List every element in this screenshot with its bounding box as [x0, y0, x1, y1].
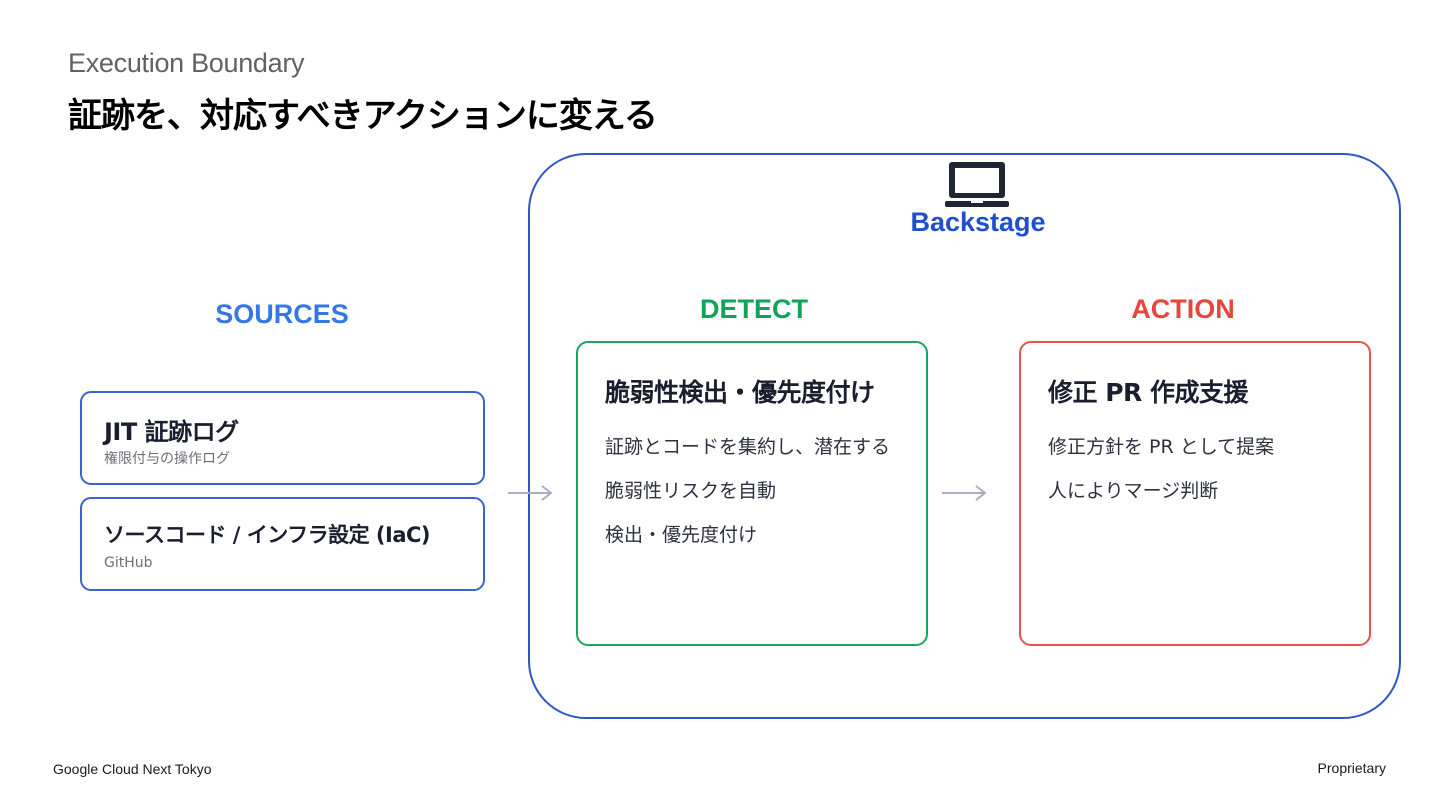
backstage-label: Backstage — [910, 207, 1046, 237]
action-card-title: 修正 PR 作成支援 — [1048, 378, 1248, 407]
footer-event-name: Google Cloud Next Tokyo — [53, 761, 212, 777]
action-heading: ACTION — [1131, 294, 1235, 324]
footer-proprietary: Proprietary — [1317, 760, 1386, 776]
action-card-line: 修正方針を PR として提案 — [1048, 436, 1275, 458]
slide-subtitle: Execution Boundary — [68, 48, 305, 78]
source-card-subtitle: GitHub — [104, 555, 153, 571]
laptop-icon — [945, 162, 1009, 207]
arrow-right-icon — [508, 485, 553, 501]
source-card-iac: ソースコード / インフラ設定 (IaC) GitHub — [80, 497, 485, 591]
detect-card-line: 証跡とコードを集約し、潜在する — [605, 436, 891, 458]
source-card-jit-log: JIT 証跡ログ 権限付与の操作ログ — [80, 391, 485, 485]
source-card-title: ソースコード / インフラ設定 (IaC) — [104, 523, 431, 547]
detect-card-line: 脆弱性リスクを自動 — [605, 480, 777, 502]
slide-title: 証跡を、対応すべきアクションに変える — [68, 96, 658, 136]
source-card-title: JIT 証跡ログ — [104, 418, 239, 446]
action-card: 修正 PR 作成支援 修正方針を PR として提案 人によりマージ判断 — [1019, 341, 1371, 646]
action-card-line: 人によりマージ判断 — [1048, 480, 1219, 502]
detect-card: 脆弱性検出・優先度付け 証跡とコードを集約し、潜在する 脆弱性リスクを自動 検出… — [576, 341, 928, 646]
detect-card-title: 脆弱性検出・優先度付け — [605, 378, 875, 407]
backstage-boundary — [528, 153, 1401, 719]
detect-heading: DETECT — [700, 294, 808, 324]
arrow-right-icon — [942, 485, 987, 501]
source-card-subtitle: 権限付与の操作ログ — [104, 451, 230, 467]
detect-card-line: 検出・優先度付け — [605, 524, 758, 546]
sources-heading: SOURCES — [215, 299, 349, 329]
